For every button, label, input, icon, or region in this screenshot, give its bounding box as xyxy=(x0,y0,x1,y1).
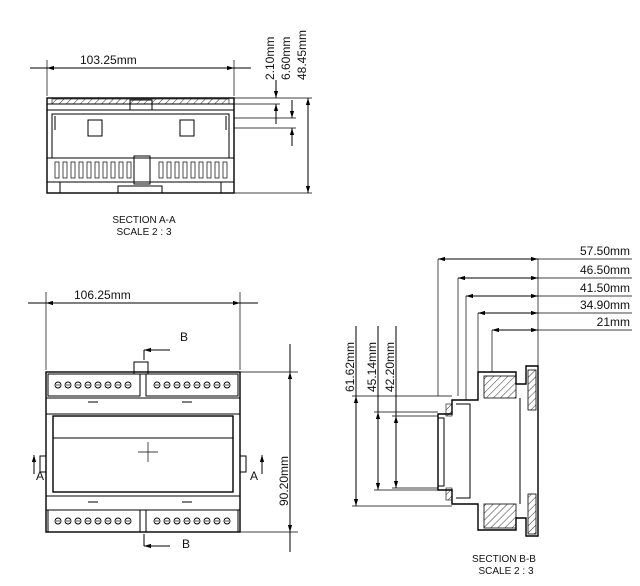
terminal-slot xyxy=(110,161,116,179)
terminal-screw xyxy=(203,381,211,389)
section-bb-dim-57-50: 57.50mm xyxy=(580,244,630,258)
terminal-screw xyxy=(94,381,102,389)
terminal-slot xyxy=(118,161,124,179)
terminal-screw xyxy=(163,517,171,525)
terminal-screw xyxy=(173,517,181,525)
terminal-screw xyxy=(64,381,72,389)
terminal-screw xyxy=(74,381,82,389)
section-aa-dim-6-60: 6.60mm xyxy=(279,37,293,80)
terminal-screw xyxy=(203,517,211,525)
section-bb-dim-42-20: 42.20mm xyxy=(383,342,397,392)
terminal-slot xyxy=(158,161,164,179)
section-bb-dim-61-62: 61.62mm xyxy=(343,342,357,392)
terminal-screw xyxy=(193,517,201,525)
terminal-screw xyxy=(84,381,92,389)
terminal-slot xyxy=(182,161,188,179)
terminal-slot xyxy=(126,161,132,179)
terminal-screw xyxy=(153,381,161,389)
terminal-screw xyxy=(84,517,92,525)
terminal-screw xyxy=(94,517,102,525)
terminal-slot xyxy=(206,161,212,179)
terminal-screw xyxy=(114,381,122,389)
section-aa-terminal-slots xyxy=(54,161,228,179)
terminal-slot xyxy=(70,161,76,179)
terminal-screw xyxy=(213,517,221,525)
terminal-screw xyxy=(64,517,72,525)
terminal-screw xyxy=(54,517,62,525)
terminal-screw xyxy=(183,517,191,525)
terminal-screw xyxy=(193,381,201,389)
terminal-slot xyxy=(102,161,108,179)
front-height-dim: 90.20mm xyxy=(277,456,291,506)
section-aa-dim-2-10: 2.10mm xyxy=(263,37,277,80)
terminal-slot xyxy=(78,161,84,179)
terminal-slot xyxy=(190,161,196,179)
terminal-screw xyxy=(223,381,231,389)
terminal-screw xyxy=(124,381,132,389)
terminal-screw xyxy=(54,381,62,389)
terminal-slot xyxy=(198,161,204,179)
terminal-screw xyxy=(153,517,161,525)
front-view: 106.25mm B A A xyxy=(28,288,298,552)
section-aa-width-dim: 103.25mm xyxy=(80,53,137,67)
section-aa-dim-48-45: 48.45mm xyxy=(295,30,309,80)
terminal-screw xyxy=(74,517,82,525)
terminal-slot xyxy=(214,161,220,179)
front-section-a-right: A xyxy=(250,469,258,483)
terminal-screw xyxy=(104,381,112,389)
section-aa-caption-title: SECTION A-A xyxy=(112,215,176,226)
terminal-screw xyxy=(114,517,122,525)
section-bb-view: 57.50mm 46.50mm 41.50mm 34.90mm 21mm xyxy=(343,244,632,577)
terminal-screw xyxy=(223,517,231,525)
terminal-screw xyxy=(104,517,112,525)
terminal-slot xyxy=(174,161,180,179)
section-bb-dim-21: 21mm xyxy=(597,315,630,329)
terminal-slot xyxy=(54,161,60,179)
terminal-screw xyxy=(213,381,221,389)
terminal-slot xyxy=(86,161,92,179)
front-width-dim: 106.25mm xyxy=(74,288,131,302)
front-section-b-bottom: B xyxy=(182,537,190,551)
section-bb-dim-34-90: 34.90mm xyxy=(580,298,630,312)
front-section-a-left: A xyxy=(36,469,44,483)
front-bottom-terminals xyxy=(54,517,231,525)
terminal-screw xyxy=(163,381,171,389)
section-aa-view: 103.25mm 2.10mm 6.60mm xyxy=(30,30,312,238)
section-bb-dim-41-50: 41.50mm xyxy=(580,281,630,295)
section-bb-caption-scale: SCALE 2 : 3 xyxy=(478,566,533,577)
terminal-screw xyxy=(183,381,191,389)
front-top-terminals xyxy=(54,381,231,389)
terminal-slot xyxy=(222,161,228,179)
terminal-screw xyxy=(173,381,181,389)
section-bb-caption-title: SECTION B-B xyxy=(472,554,536,565)
section-bb-dim-45-14: 45.14mm xyxy=(365,342,379,392)
terminal-slot xyxy=(94,161,100,179)
section-aa-caption-scale: SCALE 2 : 3 xyxy=(116,227,171,238)
front-section-b-top: B xyxy=(180,330,188,344)
terminal-screw xyxy=(124,517,132,525)
terminal-slot xyxy=(166,161,172,179)
terminal-slot xyxy=(62,161,68,179)
section-bb-dim-46-50: 46.50mm xyxy=(580,263,630,277)
